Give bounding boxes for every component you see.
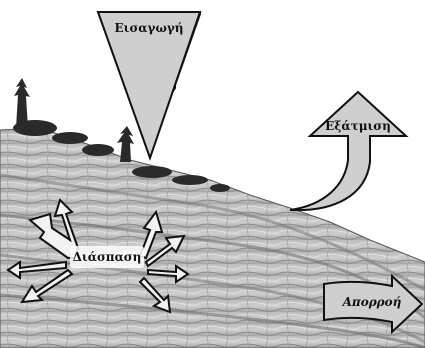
uplift-arrow: Εξάτμιση — [289, 90, 409, 212]
runoff-label: Απορροή — [342, 295, 402, 309]
breakdown-label-group: Διάσπαση — [70, 246, 144, 268]
tree-center — [117, 126, 134, 162]
tree-left — [14, 78, 30, 128]
runoff-arrow: Απορροή — [323, 273, 424, 335]
curved-up-arrow-icon — [289, 90, 409, 212]
vegetation — [13, 78, 230, 192]
multi-arrow-burst-icon — [138, 209, 164, 260]
breakdown-right — [138, 209, 190, 314]
input-label: Εισαγωγή — [114, 21, 183, 35]
input-arrow: Εισαγωγή — [96, 11, 202, 162]
multi-arrow-burst-icon — [27, 198, 80, 259]
right-arrow-icon — [323, 273, 424, 335]
breakdown-label: Διάσπαση — [73, 250, 142, 264]
uplift-label: Εξάτμιση — [325, 119, 391, 133]
breakdown-left — [6, 198, 80, 304]
